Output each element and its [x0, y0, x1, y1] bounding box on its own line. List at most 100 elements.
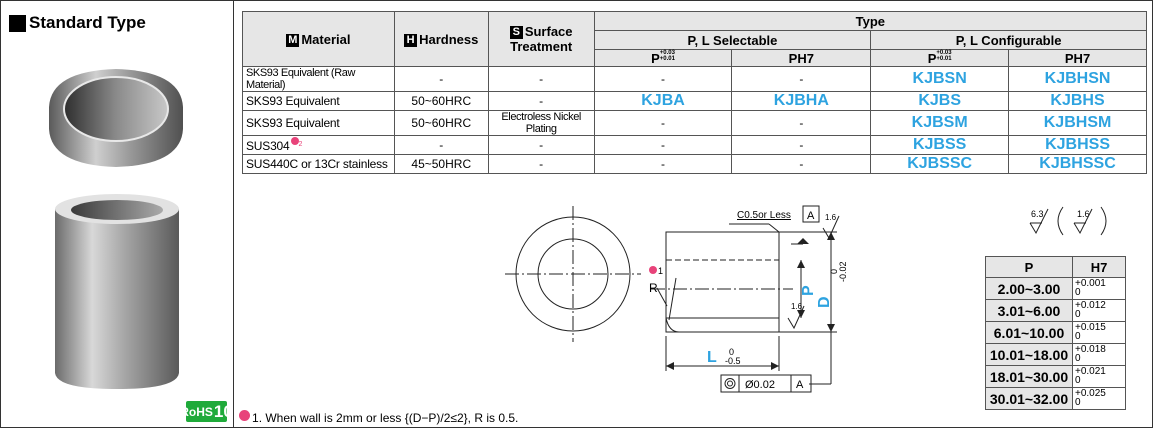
tol-lower: 0	[1075, 287, 1081, 298]
part-code-link[interactable]: KJBSSC	[870, 154, 1010, 174]
range-cell: 30.01~32.00	[985, 387, 1073, 410]
cfg-p-label: P	[927, 51, 937, 66]
bushing-side-photo	[55, 194, 179, 389]
table-row: SKS93 Equivalent 50~60HRC Electroless Ni…	[242, 110, 1147, 136]
material-cell: SKS93 Equivalent	[242, 91, 395, 111]
product-image-panel: Standard Type	[1, 1, 234, 427]
end-view	[505, 206, 641, 342]
part-code-link[interactable]: KJBHSSC	[1008, 154, 1147, 174]
material-icon: M	[286, 33, 300, 47]
sel-p-upper: +0.03	[659, 50, 675, 56]
d-tol-lower: -0.02	[838, 261, 848, 282]
dim-d-label: D	[816, 296, 833, 308]
material-cell: SUS440C or 13Cr stainless	[242, 154, 395, 174]
tol-lower: 0	[1075, 353, 1081, 364]
concentricity-value: Ø0.02	[745, 379, 775, 391]
table-row: SUS440C or 13Cr stainless 45~50HRC - - -…	[242, 154, 1147, 174]
cfg-p-tol-header: P+0.03+0.01	[870, 49, 1010, 67]
concentricity-datum: A	[796, 379, 804, 391]
rohs-number: 10	[213, 401, 233, 421]
part-code-link[interactable]: KJBHSN	[1008, 66, 1147, 92]
roughness-check-icon	[1073, 208, 1093, 235]
range-cell: 2.00~3.00	[985, 277, 1073, 300]
dimension-drawing: C0.5or Less A 1.6 1.6 1 R P D 0 -0.02 L …	[505, 205, 848, 393]
concentricity-frame: Ø0.02 A	[720, 374, 812, 393]
sel-p-lower: +0.01	[659, 56, 675, 62]
part-code-link[interactable]: KJBHS	[1008, 91, 1147, 111]
material-cell: SKS93 Equivalent	[242, 110, 395, 136]
part-code-link[interactable]: KJBHSM	[1008, 110, 1147, 136]
cfg-ph7-header: PH7	[1008, 49, 1147, 67]
sel-ph7-cell: -	[731, 110, 872, 136]
part-code-link[interactable]: KJBHSS	[1008, 135, 1147, 155]
note-icon	[290, 137, 299, 145]
sel-p-cell: -	[593, 135, 733, 155]
tol-upper: +0.012	[1075, 300, 1106, 311]
part-code-link[interactable]: KJBSM	[870, 110, 1010, 136]
d-tol-upper: 0	[829, 269, 839, 274]
material-cell: SUS304 2	[242, 135, 395, 155]
material-note-number: 2	[298, 141, 303, 148]
rohs-label: RoHS	[180, 404, 213, 419]
material-text: SUS304	[246, 139, 290, 153]
note-marker-number: 1	[658, 266, 663, 276]
side-view	[651, 215, 840, 385]
part-code-link[interactable]: KJBHA	[731, 91, 872, 111]
note-icon	[649, 266, 657, 274]
material-cell: SKS93 Equivalent (Raw Material)	[242, 66, 395, 92]
hardness-cell: 50~60HRC	[393, 91, 489, 111]
range-cell: 6.01~10.00	[985, 321, 1073, 344]
surface-cell: -	[487, 154, 595, 174]
tol-lower: 0	[1075, 375, 1081, 386]
bushing-top-photo	[49, 69, 183, 167]
part-code-link[interactable]: KJBSS	[870, 135, 1010, 155]
surface-header-line2: Treatment	[510, 39, 573, 54]
h7-header: H7	[1072, 256, 1126, 278]
dim-p-label: P	[800, 285, 817, 296]
table-row: SKS93 Equivalent (Raw Material) - - - - …	[242, 66, 1147, 92]
rough-inner-label: 1.6	[791, 302, 803, 311]
hardness-cell: 45~50HRC	[393, 154, 489, 174]
concentricity-icon	[724, 378, 736, 389]
roughness-outer-value: 6.3	[1031, 209, 1044, 219]
hardness-cell: -	[393, 135, 489, 155]
part-code-link[interactable]: KJBSN	[870, 66, 1010, 92]
sel-p-label: P	[651, 51, 660, 66]
part-code-link[interactable]: KJBA	[593, 91, 733, 111]
part-code-link[interactable]: KJBS	[870, 91, 1010, 111]
tol-lower: 0	[1075, 309, 1081, 320]
material-header-text: Material	[301, 31, 351, 47]
hardness-icon: H	[404, 33, 418, 47]
tol-upper: +0.021	[1075, 366, 1106, 377]
sel-ph7-header: PH7	[731, 49, 872, 67]
table-row: SKS93 Equivalent 50~60HRC - KJBA KJBHA K…	[242, 91, 1147, 111]
dim-l-label: L	[707, 349, 717, 366]
tol-lower: 0	[1075, 331, 1081, 342]
sel-p-cell: -	[593, 154, 733, 174]
l-tol-upper: 0	[729, 347, 734, 357]
footnote: 1. When wall is 2mm or less {(D−P)/2≤2},…	[239, 410, 518, 425]
hardness-cell: 50~60HRC	[393, 110, 489, 136]
sel-ph7-cell: -	[731, 135, 872, 155]
pl-configurable-header: P, L Configurable	[870, 30, 1147, 50]
surface-cell: -	[487, 135, 595, 155]
surface-roughness-symbols: 6.3 1.6	[1029, 206, 1107, 236]
datum-box	[802, 205, 820, 223]
p-header: P	[985, 256, 1073, 278]
range-cell: 18.01~30.00	[985, 365, 1073, 388]
sel-ph7-cell: -	[731, 66, 872, 92]
surface-cell: Electroless Nickel Plating	[487, 110, 595, 136]
sel-p-cell: -	[593, 66, 733, 92]
tol-upper: +0.001	[1075, 278, 1106, 289]
